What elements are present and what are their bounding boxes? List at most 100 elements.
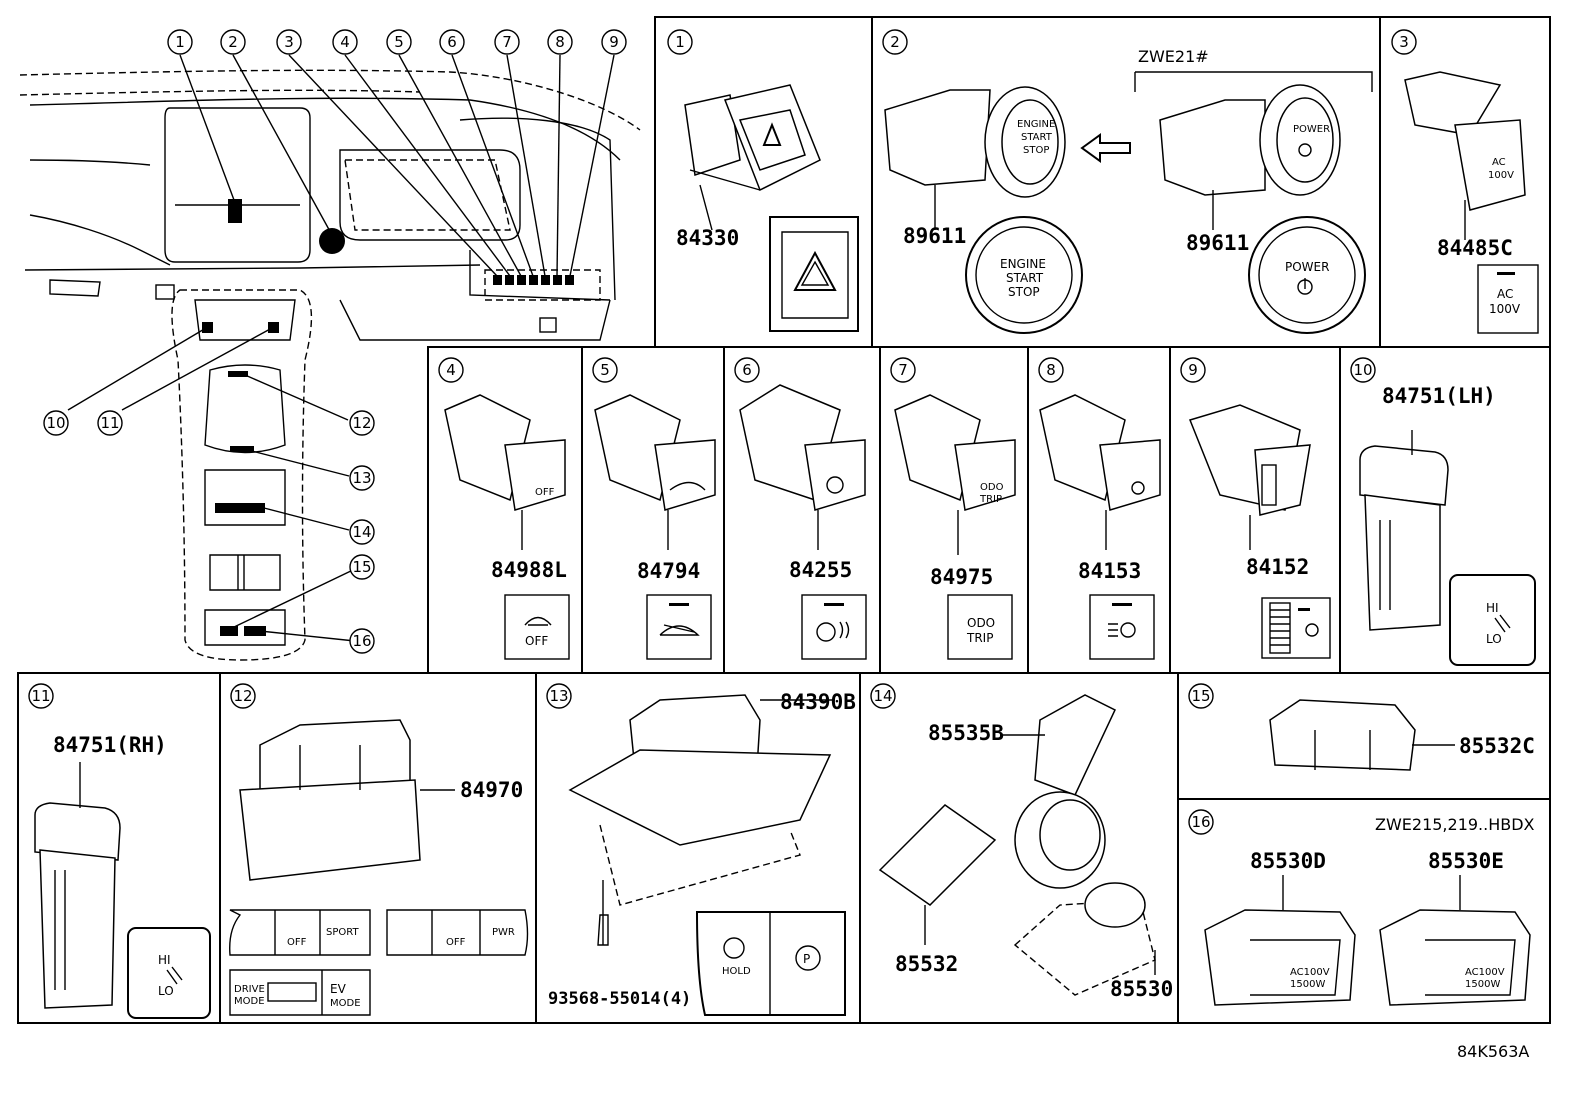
part-85532c: 85532C xyxy=(1459,734,1535,758)
auto-high-beam-icon xyxy=(1120,622,1136,638)
part-84330: 84330 xyxy=(676,226,739,250)
overview-callout-4: 4 xyxy=(332,29,358,55)
seat-heater-icon xyxy=(1494,614,1511,633)
engine-start-cap-text-2: START xyxy=(1021,132,1053,143)
svg-text:14: 14 xyxy=(873,687,892,705)
arrow-left-icon xyxy=(1080,133,1131,163)
panel-2-engine-start-switch: ENGINE START STOP ZWE21# POWER ENGINE ST… xyxy=(884,47,1373,334)
panel-15-outlet-switch xyxy=(1269,699,1455,771)
panel-10-seat-heater-lh: HI LO xyxy=(1359,430,1536,666)
panel-5-wiper-deicer-switch xyxy=(594,394,716,660)
part-84153: 84153 xyxy=(1078,559,1141,583)
svg-text:11: 11 xyxy=(31,687,50,705)
mode-a-off-text: OFF xyxy=(287,937,307,948)
overview-callout-13: 13 xyxy=(349,465,375,491)
panel-2-note: ZWE21# xyxy=(1138,47,1209,66)
svg-text:1: 1 xyxy=(175,33,185,51)
svg-text:8: 8 xyxy=(1046,361,1056,379)
seat-lh-lo-text: LO xyxy=(1486,632,1502,646)
svg-text:6: 6 xyxy=(447,33,457,51)
svg-text:9: 9 xyxy=(609,33,619,51)
engine-start-icon-text-3: STOP xyxy=(1008,285,1040,299)
seat-rh-hi-text: HI xyxy=(158,953,171,967)
part-84751-lh: 84751(LH) xyxy=(1382,384,1496,408)
outlet-e-w-text: 1500W xyxy=(1465,979,1500,990)
ac-icon-text-1: AC xyxy=(1497,287,1513,301)
svg-text:11: 11 xyxy=(100,414,119,432)
seat-lh-hi-text: HI xyxy=(1486,601,1499,615)
panel-callout-3: 3 xyxy=(1391,29,1417,55)
overview-dashboard-drawing xyxy=(19,54,641,661)
panel-16-ac-outlets: ZWE215,219..HBDX AC100V 1500W AC100V 150… xyxy=(1204,815,1535,1006)
drive-mode-text-2: MODE xyxy=(234,996,265,1007)
part-84390b: 84390B xyxy=(780,690,856,714)
hold-icon-text: HOLD xyxy=(722,966,751,977)
part-84794: 84794 xyxy=(637,559,700,583)
mode-a-sport-text: SPORT xyxy=(326,927,359,938)
panel-callout-11: 11 xyxy=(28,683,54,709)
panel-callout-9: 9 xyxy=(1180,357,1206,383)
overview-callout-10: 10 xyxy=(43,410,69,436)
overview-callout-14: 14 xyxy=(349,519,375,545)
drawing-code: 84K563A xyxy=(1457,1042,1529,1061)
svg-text:4: 4 xyxy=(446,361,456,379)
overview-callout-15: 15 xyxy=(349,554,375,580)
panel-14-power-outlet xyxy=(878,694,1156,996)
svg-text:10: 10 xyxy=(46,414,65,432)
svg-text:5: 5 xyxy=(600,361,610,379)
engine-start-cap-text-1: ENGINE xyxy=(1017,119,1055,130)
svg-text:9: 9 xyxy=(1188,361,1198,379)
ac-cap-text-2: 100V xyxy=(1488,170,1514,181)
svg-text:15: 15 xyxy=(352,558,371,576)
outlet-d-ac-text: AC100V xyxy=(1290,967,1330,978)
part-85530d: 85530D xyxy=(1250,849,1326,873)
part-89611-a: 89611 xyxy=(903,224,966,248)
panel-callout-6: 6 xyxy=(734,357,760,383)
svg-text:13: 13 xyxy=(352,469,371,487)
part-84988l: 84988L xyxy=(491,558,567,582)
svg-text:3: 3 xyxy=(1399,33,1409,51)
svg-text:12: 12 xyxy=(352,414,371,432)
svg-text:7: 7 xyxy=(898,361,908,379)
panel-16-note: ZWE215,219..HBDX xyxy=(1375,815,1535,834)
odo-cap-text-2: TRIP xyxy=(979,494,1002,505)
trac-icon-text: OFF xyxy=(525,634,548,648)
panel-13-parking-brake-switch: HOLD P xyxy=(568,694,846,1016)
overview-callout-5: 5 xyxy=(386,29,412,55)
overview-callout-12: 12 xyxy=(349,410,375,436)
panel-callout-10: 10 xyxy=(1350,357,1376,383)
odo-icon-text-1: ODO xyxy=(967,616,995,630)
panel-6-heated-steering-switch xyxy=(739,384,867,660)
overview-callout-9: 9 xyxy=(601,29,627,55)
power-icon-text: POWER xyxy=(1285,260,1329,274)
seat-rh-lo-text: LO xyxy=(158,984,174,998)
panel-callout-5: 5 xyxy=(592,357,618,383)
panel-callout-14: 14 xyxy=(870,683,896,709)
trac-cap-text: OFF xyxy=(535,487,555,498)
mode-b-pwr-text: PWR xyxy=(492,927,515,938)
panel-4-trac-off-switch: OFF OFF xyxy=(444,394,570,660)
panel-callout-7: 7 xyxy=(890,357,916,383)
panel-callout-12: 12 xyxy=(230,683,256,709)
svg-text:3: 3 xyxy=(284,33,294,51)
part-84255: 84255 xyxy=(789,558,852,582)
svg-text:10: 10 xyxy=(1353,361,1372,379)
svg-text:15: 15 xyxy=(1191,687,1210,705)
part-85532: 85532 xyxy=(895,952,958,976)
power-cap-text: POWER xyxy=(1293,124,1330,135)
overview-callout-6: 6 xyxy=(439,29,465,55)
svg-text:16: 16 xyxy=(352,632,371,650)
panel-callout-4: 4 xyxy=(438,357,464,383)
svg-text:5: 5 xyxy=(394,33,404,51)
ev-mode-text-1: EV xyxy=(330,982,347,996)
ev-mode-text-2: MODE xyxy=(330,998,361,1009)
part-93568-55014: 93568-55014(4) xyxy=(548,989,691,1009)
svg-text:4: 4 xyxy=(340,33,350,51)
part-84975: 84975 xyxy=(930,565,993,589)
ac-icon-text-2: 100V xyxy=(1489,302,1521,316)
ac-cap-text-1: AC xyxy=(1492,157,1506,168)
panel-3-ac100v-switch: AC 100V AC 100V xyxy=(1404,71,1539,334)
panel-callout-16: 16 xyxy=(1188,809,1214,835)
panel-callout-13: 13 xyxy=(546,683,572,709)
svg-text:6: 6 xyxy=(742,361,752,379)
